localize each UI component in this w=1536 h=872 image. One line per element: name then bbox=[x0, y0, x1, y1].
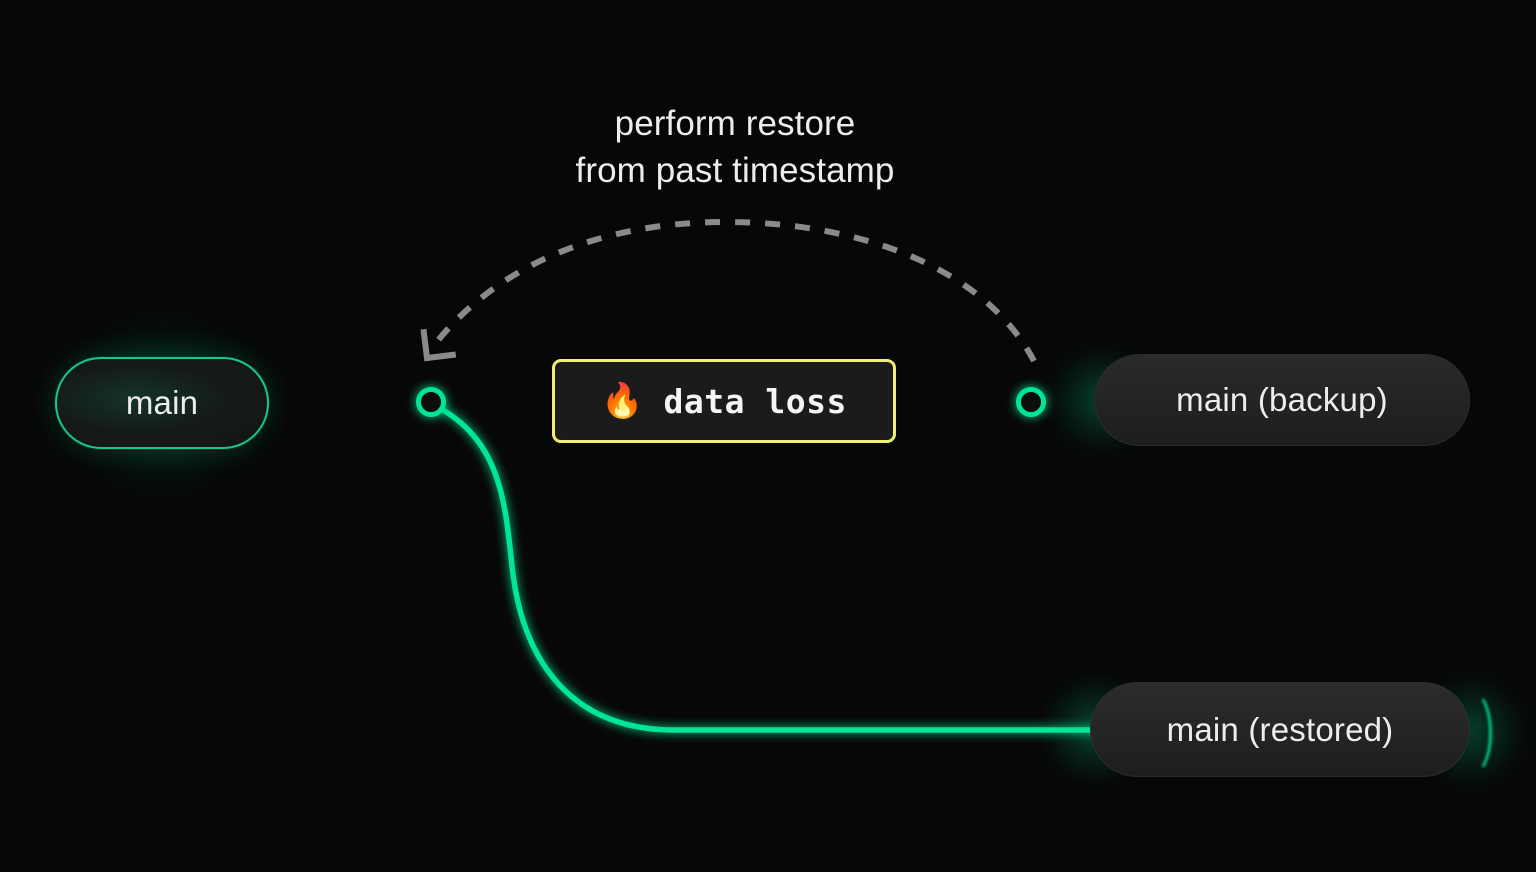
node-main-backup[interactable]: main (backup) bbox=[1094, 354, 1470, 446]
node-main-restored[interactable]: main (restored) bbox=[1090, 682, 1470, 777]
edge-branch-to-restored bbox=[433, 403, 1099, 733]
node-data-loss-label: data loss bbox=[663, 381, 847, 421]
diagram-caption: perform restore from past timestamp bbox=[575, 104, 895, 190]
node-main-restored-label: main (restored) bbox=[1166, 710, 1394, 748]
node-data-loss[interactable]: 🔥 data loss bbox=[552, 359, 896, 443]
restore-arrowhead-icon bbox=[420, 328, 457, 362]
branch-point-left[interactable] bbox=[416, 387, 446, 417]
fire-icon: 🔥 bbox=[601, 382, 644, 420]
edge-restore-arrow bbox=[429, 218, 1037, 363]
node-main[interactable]: main bbox=[55, 357, 269, 449]
node-main-backup-label: main (backup) bbox=[1176, 381, 1388, 418]
node-main-label: main bbox=[125, 384, 199, 421]
branch-point-right[interactable] bbox=[1016, 387, 1046, 417]
